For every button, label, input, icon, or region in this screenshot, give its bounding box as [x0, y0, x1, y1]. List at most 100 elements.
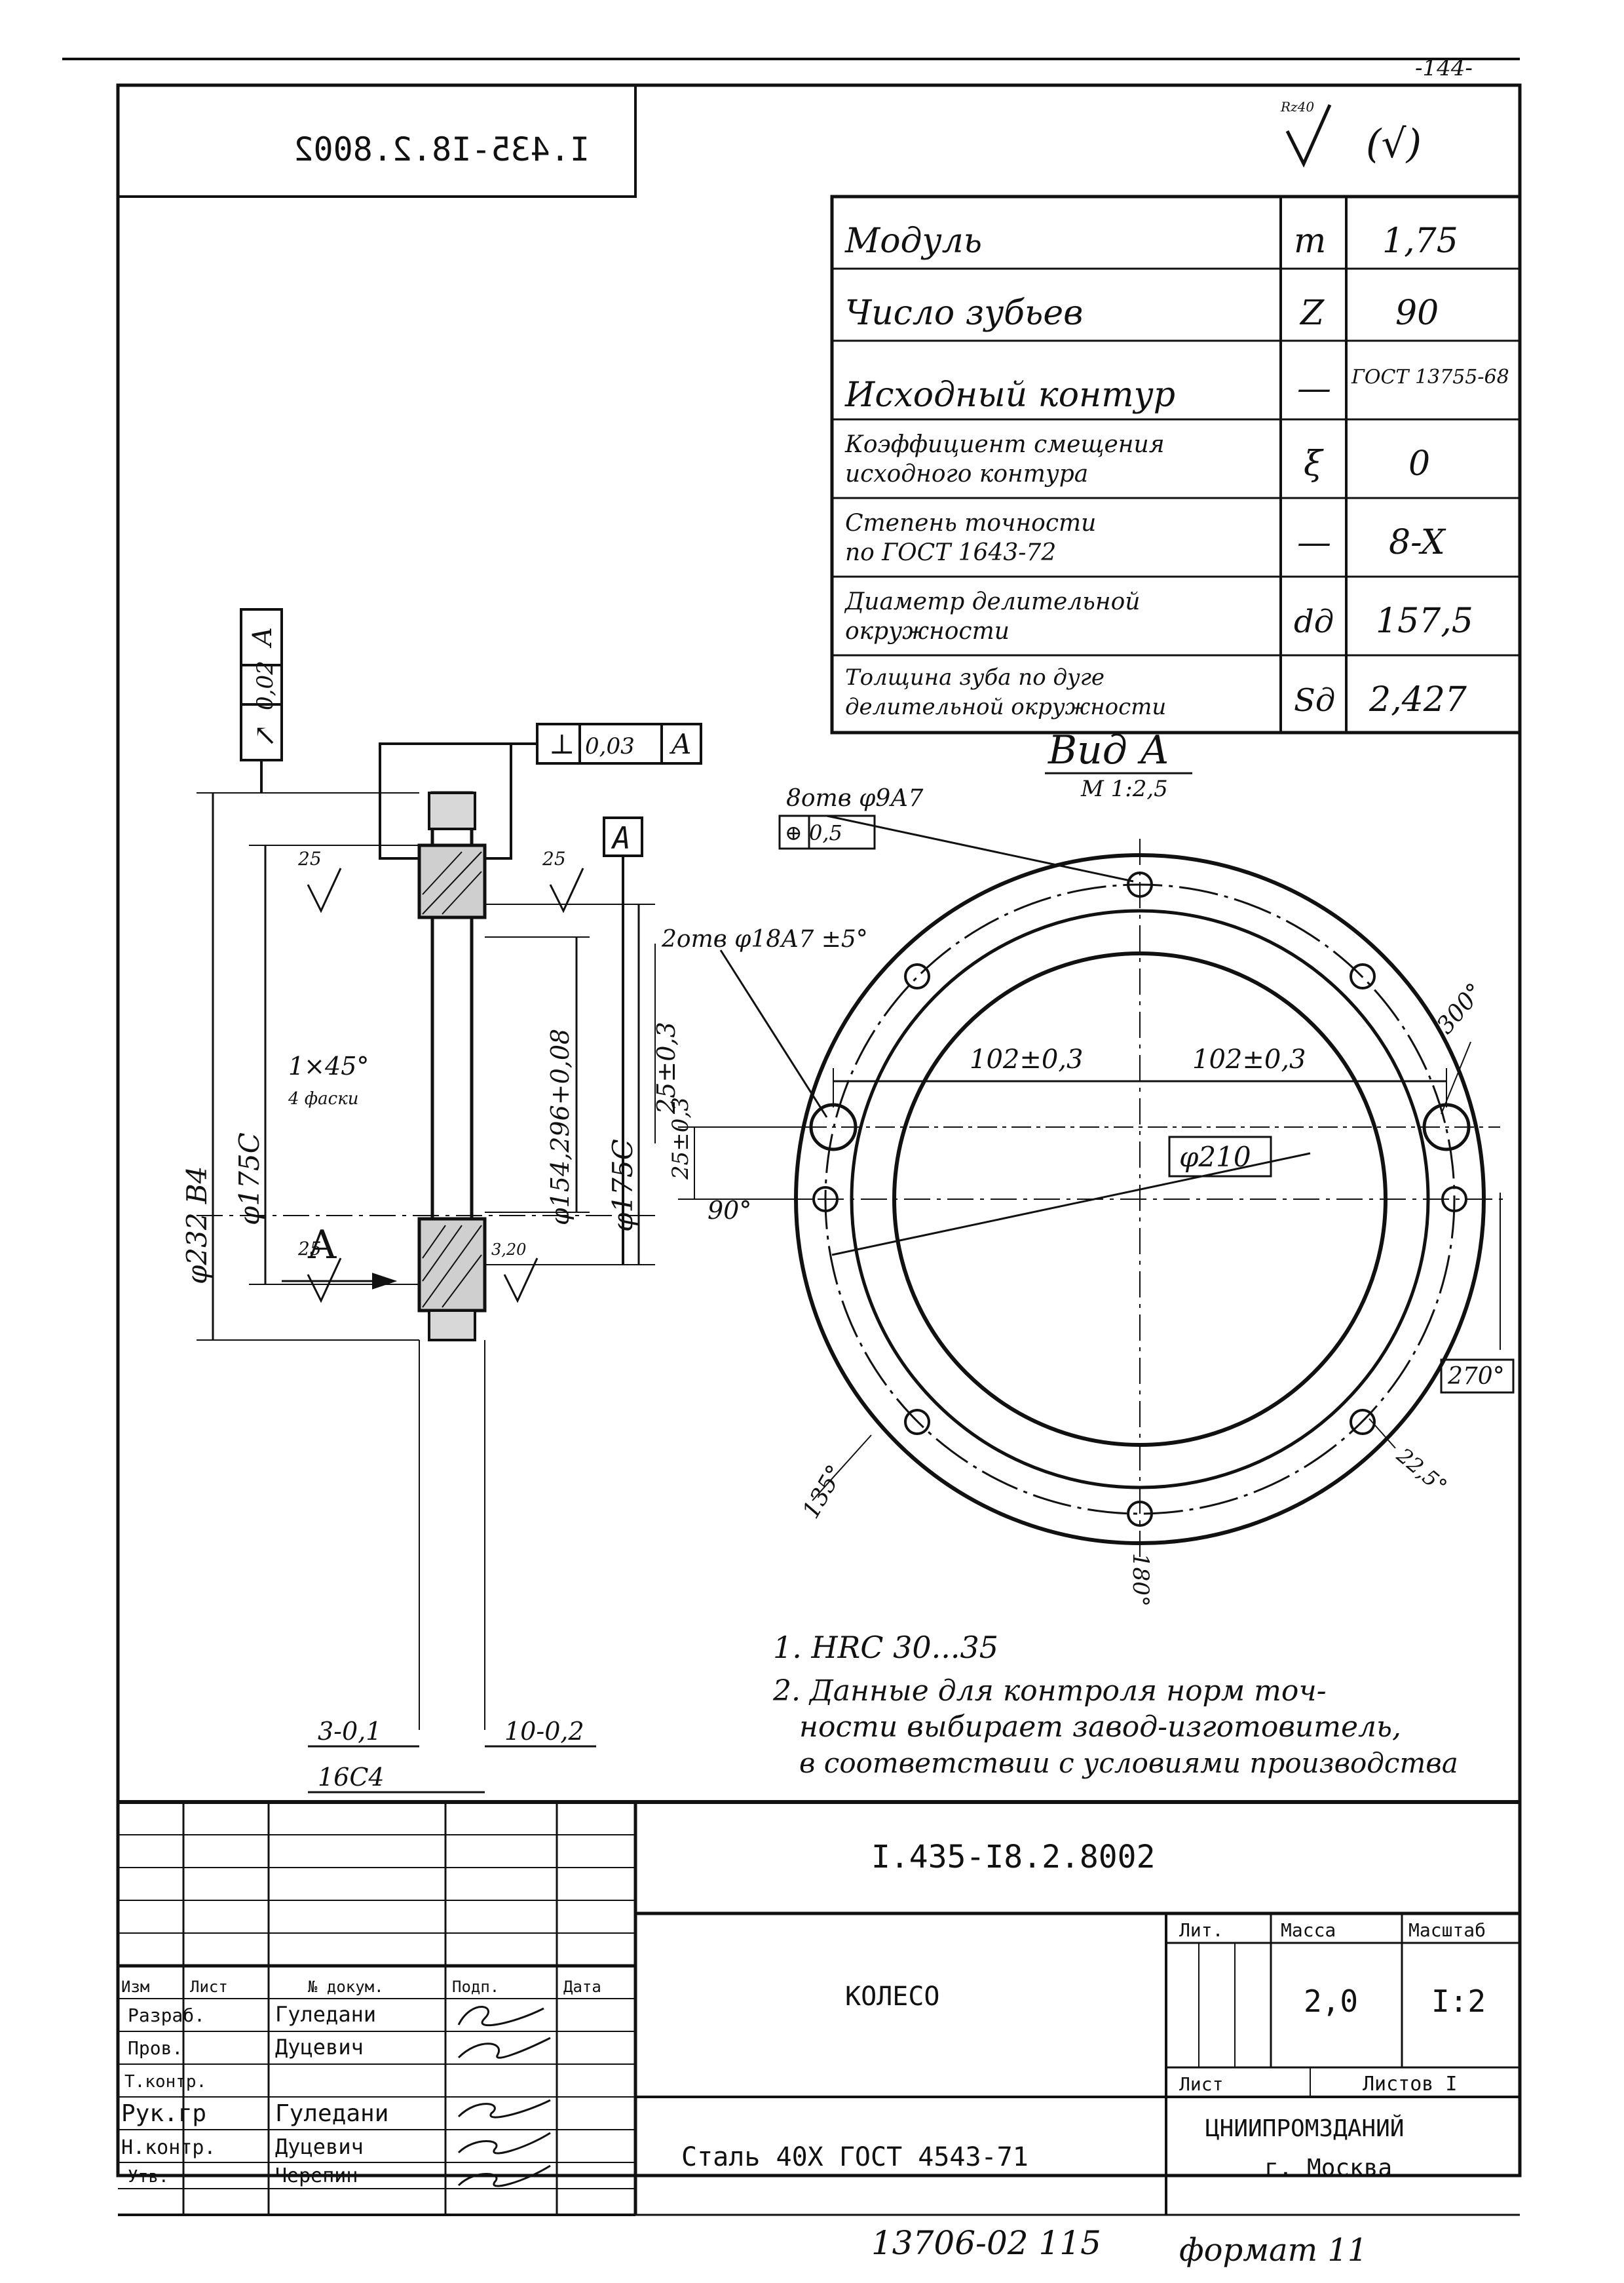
roughness-25-top-left: 25: [297, 848, 322, 870]
diameter-210-box: [1168, 1136, 1272, 1178]
perpendicularity-symbol: ⊥: [549, 728, 575, 760]
head-lit: Лит.: [1179, 1919, 1223, 1941]
chamfer-dimension: 1×45°: [288, 1052, 369, 1081]
dimension-25: 25±0,3: [652, 1022, 681, 1115]
dimension-16: 16C4: [318, 1763, 385, 1792]
part-name: КОЛЕСО: [845, 1982, 940, 2012]
footer-copy: 13706-02 115: [871, 2224, 1101, 2262]
footer-format: формат 11: [1179, 2232, 1367, 2269]
role-label: Утв.: [128, 2167, 169, 2187]
perpendicularity-frame: [379, 723, 702, 860]
material: Сталь 40Х ГОСТ 4543-71: [681, 2142, 1029, 2172]
role-label: Разраб.: [128, 2005, 205, 2026]
param-symbol: —: [1297, 523, 1331, 562]
role-name: Гуледани: [275, 2002, 376, 2027]
param-label: Исходный контур: [844, 375, 1175, 415]
param-label: исходного контура: [845, 461, 1088, 488]
param-label: делительной окружности: [845, 694, 1166, 720]
bolt-hole: [1350, 963, 1376, 989]
angle-270: 270°: [1447, 1363, 1505, 1390]
role-label: Рук.гр: [121, 2100, 206, 2127]
dim-102-left: 102±0,3: [970, 1045, 1083, 1075]
scale-value: I:2: [1431, 1984, 1486, 2019]
param-symbol: dд: [1294, 604, 1334, 640]
mirrored-code-stamp: I.435-I8.2.8002: [117, 84, 637, 198]
runout-frame: [240, 608, 283, 793]
roughness-25-bottom-left: 25: [297, 1238, 322, 1259]
param-value: 90: [1395, 294, 1439, 333]
param-value: 8-X: [1389, 523, 1446, 562]
param-value: 157,5: [1376, 602, 1473, 641]
dimension-10: 10-0,2: [504, 1717, 584, 1746]
param-label: Коэффициент смещения: [844, 431, 1165, 458]
param-label: Диаметр делительной: [844, 588, 1140, 615]
view-a: [678, 815, 1515, 1560]
param-value: 1,75: [1382, 221, 1458, 261]
col-header: Лист: [190, 1978, 228, 1996]
note-line: 1. HRC 30...35: [773, 1630, 998, 1665]
diameter-210: φ210: [1179, 1141, 1251, 1173]
bolt-hole: [904, 963, 930, 989]
runout-symbol: ↗: [248, 723, 282, 748]
roughness-320: 3,20: [491, 1240, 526, 1259]
role-label: Н.контр.: [121, 2136, 216, 2159]
organization: ЦНИИПРОМЗДАНИЙ: [1205, 2115, 1404, 2142]
param-label: Модуль: [844, 221, 982, 261]
head-mass: Масса: [1281, 1919, 1336, 1941]
bolt-hole: [1441, 1186, 1467, 1212]
dim-102-right: 102±0,3: [1192, 1045, 1306, 1075]
note-line: в соответствии с условиями производства: [799, 1747, 1458, 1779]
param-symbol: ξ: [1304, 444, 1324, 484]
param-symbol: Z: [1299, 294, 1325, 333]
param-label: Толщина зуба по дуге: [845, 664, 1105, 691]
role-label: Т.контр.: [124, 2072, 206, 2092]
perpendicularity-tolerance: 0,03: [585, 733, 635, 759]
roughness-note: Rz40: [1280, 99, 1314, 115]
gear-parameter-table: Модуль m 1,75 Число зубьев Z 90 Исходный…: [830, 195, 1522, 735]
bolt-hole: [812, 1186, 839, 1212]
diameter-175-right: φ175C: [607, 1139, 639, 1232]
view-arrow-label: A: [307, 1222, 337, 1268]
angle-90: 90°: [708, 1196, 751, 1225]
bolt-hole: [1350, 1409, 1376, 1435]
diameter-175-left: φ175C: [233, 1132, 265, 1225]
mirrored-code: I.435-I8.2.8002: [293, 130, 590, 168]
role-name: Дуцевич: [275, 2134, 364, 2159]
section-view: [197, 608, 702, 1794]
diameter-232: φ232 B4: [181, 1166, 213, 1284]
signatures: [457, 2006, 551, 2187]
datum-letter: A: [611, 820, 631, 856]
param-value: ГОСТ 13755-68: [1351, 366, 1509, 389]
city: г. Москва: [1264, 2155, 1392, 2181]
mass-value: 2,0: [1304, 1984, 1358, 2019]
param-label: окружности: [845, 618, 1010, 645]
holes2-note: 2отв φ18А7 ±5°: [661, 926, 868, 953]
role-label: Пров.: [128, 2037, 183, 2059]
role-name: Дуцевич: [275, 2035, 364, 2060]
col-header: Изм: [121, 1978, 149, 1996]
param-label: Степень точности: [845, 510, 1096, 537]
param-value: 2,427: [1369, 680, 1467, 719]
title-code: I.435-I8.2.8002: [871, 1839, 1155, 1875]
param-label: по ГОСТ 1643-72: [845, 539, 1056, 566]
technical-notes: 1. HRC 30...35 2. Данные для контроля но…: [772, 1630, 1458, 1779]
angle-135: 135°: [797, 1461, 849, 1524]
view-a-scale: М 1:2,5: [1080, 776, 1168, 802]
sheet-label: Лист: [1179, 2073, 1223, 2095]
head-scale: Масштаб: [1408, 1919, 1486, 1941]
sheets-label: Листов I: [1363, 2073, 1458, 2096]
title-block-text: I.435-I8.2.8002 КОЛЕСО Сталь 40Х ГОСТ 45…: [121, 1839, 1486, 2187]
param-symbol: m: [1294, 221, 1326, 261]
bolt-hole: [904, 1409, 930, 1435]
bolt-holes: [812, 872, 1467, 1527]
dimension-25-view: 25±0,3: [668, 1097, 694, 1180]
param-label: Число зубьев: [845, 294, 1083, 333]
col-header: Подп.: [452, 1978, 499, 1996]
view-a-title: Вид А: [1048, 727, 1169, 773]
param-symbol: Sд: [1294, 682, 1335, 719]
dimension-3: 3-0,1: [318, 1717, 381, 1746]
angle-22-5: 22,5°: [1391, 1442, 1452, 1499]
roughness-mark: Rz40 (√): [1280, 99, 1422, 168]
role-name: Черепин: [275, 2164, 358, 2187]
